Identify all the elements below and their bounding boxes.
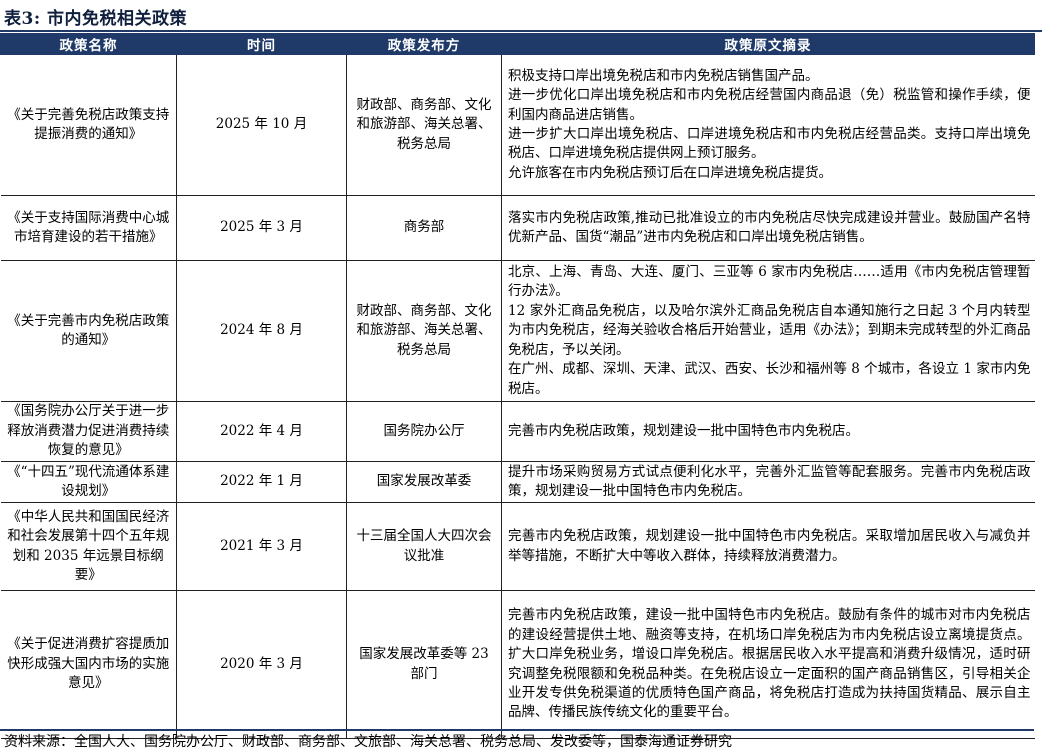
time-cell: 2021 年 3 月 (176, 502, 347, 591)
excerpt-paragraph: 完善市内免税店政策，建设一批中国特色市内免税店。鼓励有条件的城市对市内免税店的建… (508, 607, 1031, 721)
excerpt-paragraph: 允许旅客在市内免税店预订后在口岸进境免税店提货。 (508, 164, 832, 181)
header-policy-name: 政策名称 (0, 33, 177, 55)
policy-name-cell: 《中华人民共和国国民经济和社会发展第十四个五年规划和 2035 年远景目标纲要》 (0, 502, 177, 591)
excerpt-paragraph: 完善市内免税店政策，规划建设一批中国特色市内免税店。采取增加居民收入与减负并举等… (508, 528, 1031, 564)
table-row: 《“十四五”现代流通体系建设规划》2022 年 1 月国家发展改革委提升市场采购… (0, 461, 1035, 503)
issuer-cell: 国家发展改革委等 23 部门 (346, 590, 502, 739)
excerpt-paragraph: 完善市内免税店政策，规划建设一批中国特色市内免税店。 (508, 422, 859, 439)
policy-name-cell: 《国务院办公厅关于进一步释放消费潜力促进消费持续恢复的意见》 (0, 401, 177, 462)
table-row: 《关于完善免税店政策支持提振消费的通知》2025 年 10 月财政部、商务部、文… (0, 54, 1035, 196)
excerpt-paragraph: 在广州、成都、深圳、天津、武汉、西安、长沙和福州等 8 个城市，各设立 1 家市… (508, 361, 1031, 397)
time-cell: 2025 年 10 月 (176, 54, 347, 196)
table-header-row: 政策名称 时间 政策发布方 政策原文摘录 (0, 33, 1035, 55)
excerpt-cell: 提升市场采购贸易方式试点便利化水平，完善外汇监管等配套服务。完善市内免税店政策，… (501, 461, 1035, 503)
source-divider (0, 729, 1034, 731)
policy-table: 政策名称 时间 政策发布方 政策原文摘录 《关于完善免税店政策支持提振消费的通知… (0, 33, 1035, 739)
time-cell: 2022 年 1 月 (176, 461, 347, 503)
title-divider (0, 30, 1042, 32)
policy-name-cell: 《关于支持国际消费中心城市培育建设的若干措施》 (0, 195, 177, 261)
source-note: 资料来源：全国人大、国务院办公厅、财政部、商务部、文旅部、海关总署、税务总局、发… (4, 734, 732, 750)
excerpt-paragraph: 12 家外汇商品免税店，以及哈尔滨外汇商品免税店自本通知施行之日起 3 个月内转… (508, 302, 1031, 358)
excerpt-paragraph: 提升市场采购贸易方式试点便利化水平，完善外汇监管等配套服务。完善市内免税店政策，… (508, 463, 1031, 499)
table-title: 表3: 市内免税相关政策 (4, 9, 188, 29)
time-cell: 2020 年 3 月 (176, 590, 347, 739)
policy-name-cell: 《关于完善免税店政策支持提振消费的通知》 (0, 54, 177, 196)
header-excerpt: 政策原文摘录 (501, 33, 1035, 55)
excerpt-cell: 落实市内免税店政策,推动已批准设立的市内免税店尽快完成建设并营业。鼓励国产名特优… (501, 195, 1035, 261)
issuer-cell: 财政部、商务部、文化和旅游部、海关总署、税务总局 (346, 260, 502, 402)
issuer-cell: 十三届全国人大四次会议批准 (346, 502, 502, 591)
issuer-cell: 商务部 (346, 195, 502, 261)
excerpt-paragraph: 北京、上海、青岛、大连、厦门、三亚等 6 家市内免税店……适用《市内免税店管理暂… (508, 264, 1031, 300)
table-row: 《中华人民共和国国民经济和社会发展第十四个五年规划和 2035 年远景目标纲要》… (0, 502, 1035, 591)
table-row: 《国务院办公厅关于进一步释放消费潜力促进消费持续恢复的意见》2022 年 4 月… (0, 401, 1035, 462)
table-row: 《关于支持国际消费中心城市培育建设的若干措施》2025 年 3 月商务部落实市内… (0, 195, 1035, 261)
policy-name-cell: 《关于促进消费扩容提质加快形成强大国内市场的实施意见》 (0, 590, 177, 739)
issuer-cell: 国家发展改革委 (346, 461, 502, 503)
issuer-cell: 国务院办公厅 (346, 401, 502, 462)
header-time: 时间 (176, 33, 347, 55)
header-issuer: 政策发布方 (346, 33, 502, 55)
excerpt-paragraph: 进一步扩大口岸出境免税店、口岸进境免税店和市内免税店经营品类。支持口岸出境免税店… (508, 126, 1031, 162)
excerpt-paragraph: 落实市内免税店政策,推动已批准设立的市内免税店尽快完成建设并营业。鼓励国产名特优… (508, 209, 1031, 245)
excerpt-paragraph: 积极支持口岸出境免税店和市内免税店销售国产品。 (508, 67, 819, 84)
time-cell: 2025 年 3 月 (176, 195, 347, 261)
time-cell: 2022 年 4 月 (176, 401, 347, 462)
excerpt-paragraph: 进一步优化口岸出境免税店和市内免税店经营国内商品退（免）税监管和操作手续，便利国… (508, 87, 1031, 123)
excerpt-cell: 完善市内免税店政策，规划建设一批中国特色市内免税店。采取增加居民收入与减负并举等… (501, 502, 1035, 591)
excerpt-cell: 积极支持口岸出境免税店和市内免税店销售国产品。进一步优化口岸出境免税店和市内免税… (501, 54, 1035, 196)
excerpt-cell: 北京、上海、青岛、大连、厦门、三亚等 6 家市内免税店……适用《市内免税店管理暂… (501, 260, 1035, 402)
issuer-cell: 财政部、商务部、文化和旅游部、海关总署、税务总局 (346, 54, 502, 196)
policy-name-cell: 《关于完善市内免税店政策的通知》 (0, 260, 177, 402)
time-cell: 2024 年 8 月 (176, 260, 347, 402)
excerpt-cell: 完善市内免税店政策，建设一批中国特色市内免税店。鼓励有条件的城市对市内免税店的建… (501, 590, 1035, 739)
policy-name-cell: 《“十四五”现代流通体系建设规划》 (0, 461, 177, 503)
table-row: 《关于促进消费扩容提质加快形成强大国内市场的实施意见》2020 年 3 月国家发… (0, 590, 1035, 739)
excerpt-cell: 完善市内免税店政策，规划建设一批中国特色市内免税店。 (501, 401, 1035, 462)
table-row: 《关于完善市内免税店政策的通知》2024 年 8 月财政部、商务部、文化和旅游部… (0, 260, 1035, 402)
